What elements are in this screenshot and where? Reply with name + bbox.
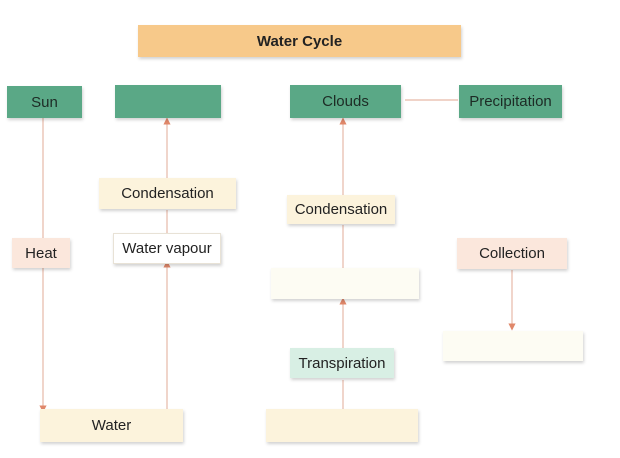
node-heat: Heat — [12, 238, 70, 268]
node-clouds: Clouds — [290, 85, 401, 118]
node-blank-bottom — [266, 409, 418, 442]
node-water-vapour: Water vapour — [113, 233, 221, 264]
node-collection: Collection — [457, 238, 567, 269]
node-water: Water — [40, 409, 183, 442]
node-transpiration: Transpiration — [290, 348, 394, 378]
node-blank-right — [443, 331, 583, 361]
node-blank-mid — [271, 268, 419, 299]
node-condensation-left: Condensation — [99, 178, 236, 209]
node-precipitation: Precipitation — [459, 85, 562, 118]
node-condensation-right: Condensation — [287, 195, 395, 224]
diagram-title: Water Cycle — [138, 25, 461, 57]
node-blank-top — [115, 85, 221, 118]
node-sun: Sun — [7, 86, 82, 118]
